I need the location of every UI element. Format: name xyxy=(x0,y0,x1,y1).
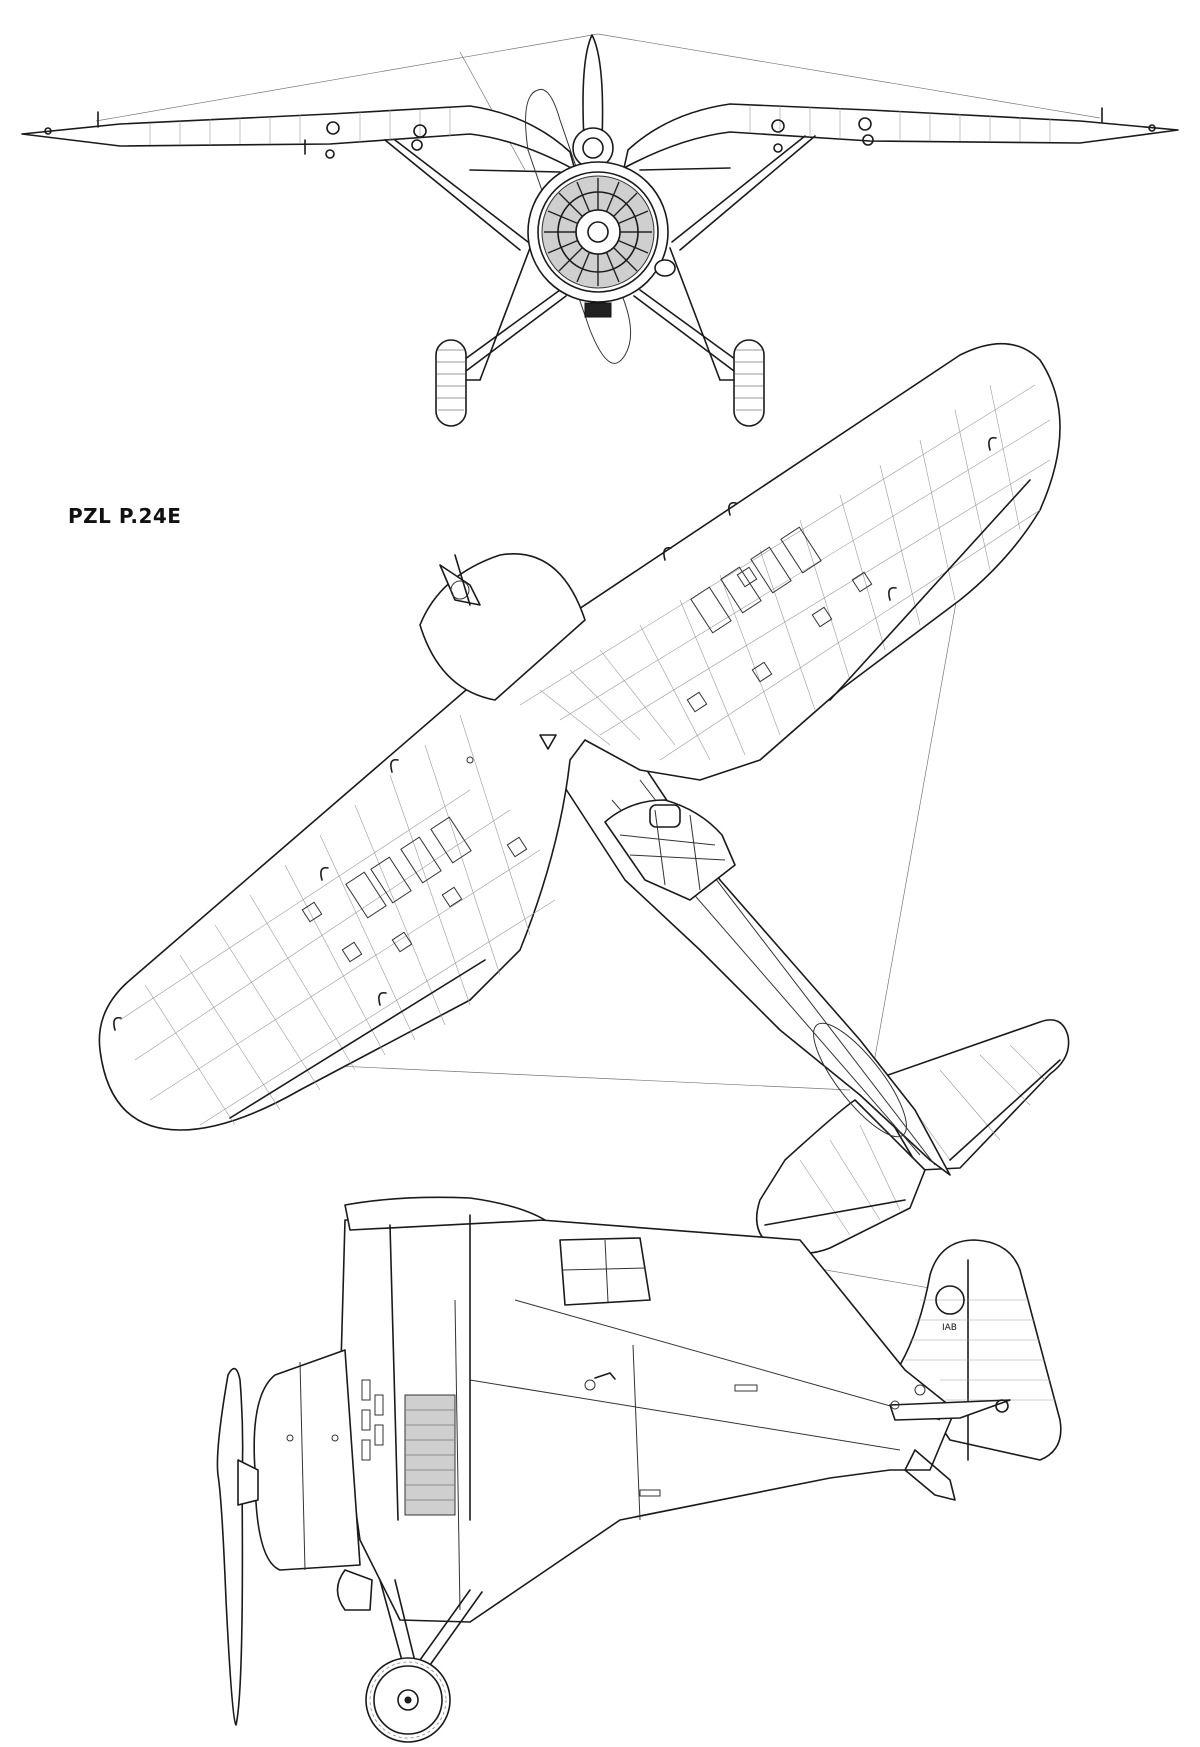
front-right-wing xyxy=(623,103,1179,169)
side-cowling xyxy=(253,1349,361,1571)
plan-view xyxy=(98,342,1070,1255)
side-fuselage xyxy=(339,1217,956,1623)
wing-panel-grid xyxy=(119,384,1051,1126)
plan-wing xyxy=(98,342,1061,1131)
side-wing xyxy=(344,1196,546,1231)
front-view xyxy=(21,33,1179,427)
front-right-wheel xyxy=(733,339,765,427)
plan-left-tailplane xyxy=(755,1099,926,1255)
side-tailplane xyxy=(889,1399,1011,1421)
side-canopy xyxy=(559,1237,651,1306)
front-left-wing xyxy=(21,105,576,171)
side-tail-skid xyxy=(904,1449,956,1501)
plan-propeller xyxy=(439,564,481,606)
plan-cockpit xyxy=(604,799,736,901)
side-propeller xyxy=(216,1367,244,1726)
front-spinner xyxy=(582,34,604,141)
aircraft-title: PZL P.24E xyxy=(68,504,182,528)
fin-roundel xyxy=(935,1285,965,1315)
front-left-wheel xyxy=(435,339,467,427)
side-view: IAB xyxy=(216,1196,1062,1743)
side-main-wheel xyxy=(365,1657,451,1743)
tail-marking: IAB xyxy=(942,1323,957,1333)
side-exhaust xyxy=(336,1569,373,1611)
wing-access-panels xyxy=(301,526,873,963)
front-propeller xyxy=(525,88,632,364)
